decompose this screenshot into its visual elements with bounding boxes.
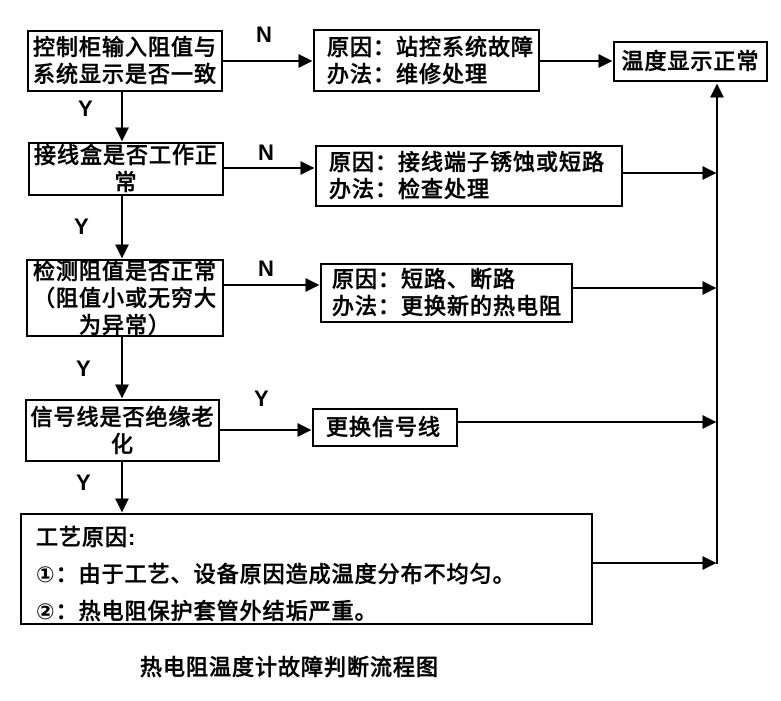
- decision-line: 控制柜输入阻值与: [32, 35, 217, 60]
- result-box-process-causes: 工艺原因: ①：由于工艺、设备原因造成温度分布不均匀。 ②：热电阻保护套管外结垢…: [20, 513, 593, 625]
- result-box-replace-signal-wire: 更换信号线: [312, 408, 458, 447]
- decision-line: 为异常）: [78, 312, 171, 338]
- result-box-short-or-open-circuit: 原因：短路、断路 办法：更换新的热电阻: [320, 263, 573, 323]
- decision-box-junction-box: 接线盒是否工作正 常: [28, 142, 224, 196]
- result-box-terminal-corrosion: 原因：接线端子锈蚀或短路 办法：检查处理: [315, 145, 623, 207]
- result-line: 办法：更换新的热电阻: [332, 294, 563, 319]
- branch-label-n: N: [258, 256, 274, 281]
- decision-line: 常: [114, 170, 138, 195]
- decision-box-signal-wire-aging: 信号线是否绝缘老 化: [25, 399, 220, 462]
- result-line: 更换信号线: [326, 415, 442, 440]
- branch-label-n: N: [256, 22, 272, 47]
- result-line: 原因：接线端子锈蚀或短路: [329, 150, 606, 175]
- branch-label-y: Y: [254, 386, 269, 411]
- result-line: ②：热电阻保护套管外结垢严重。: [36, 599, 378, 624]
- branch-label-y: Y: [76, 470, 91, 495]
- decision-line: （阻值小或无穷大: [32, 285, 217, 311]
- result-line: 办法：维修处理: [327, 61, 489, 87]
- result-line: 原因：站控系统故障: [327, 34, 535, 60]
- terminal-label: 温度显示正常: [621, 49, 760, 74]
- decision-box-measured-resistance: 检测阻值是否正常 （阻值小或无穷大 为异常）: [26, 258, 224, 338]
- terminal-box-temperature-normal: 温度显示正常: [613, 41, 768, 82]
- decision-box-input-resistance: 控制柜输入阻值与 系统显示是否一致: [27, 30, 223, 92]
- branch-label-y: Y: [78, 96, 93, 121]
- flowchart-caption: 热电阻温度计故障判断流程图: [140, 655, 440, 680]
- result-line: ①：由于工艺、设备原因造成温度分布不均匀。: [36, 562, 516, 587]
- branch-label-n: N: [258, 140, 274, 165]
- result-line: 原因：短路、断路: [332, 267, 517, 292]
- decision-line: 系统显示是否一致: [32, 62, 217, 87]
- decision-line: 信号线是否绝缘老: [30, 404, 215, 430]
- decision-line: 检测阻值是否正常: [32, 258, 217, 284]
- result-line: 工艺原因:: [36, 525, 137, 550]
- branch-label-y: Y: [76, 356, 91, 381]
- result-line: 办法：检查处理: [329, 177, 491, 202]
- branch-label-y: Y: [74, 214, 89, 239]
- decision-line: 接线盒是否工作正: [33, 143, 218, 168]
- result-box-station-control-fault: 原因：站控系统故障 办法：维修处理: [313, 29, 540, 92]
- decision-line: 化: [110, 431, 134, 457]
